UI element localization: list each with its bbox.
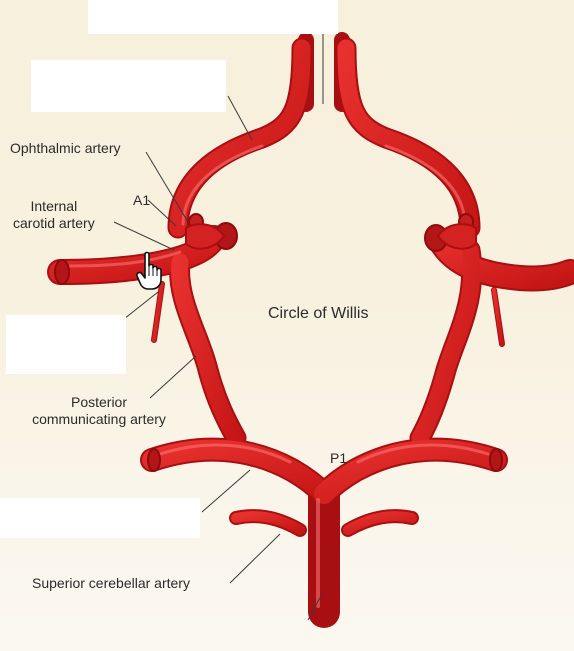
internal-carotid-artery-label: Internal carotid artery xyxy=(13,198,95,231)
a1-segment-label: A1 xyxy=(133,192,151,208)
blank-label-box-middle xyxy=(6,315,126,374)
artery-fill xyxy=(49,34,574,626)
posterior-communicating-artery-label: Posterior communicating artery xyxy=(32,394,166,427)
carotid-bulbs xyxy=(185,223,477,250)
p1-segment-label: P1 xyxy=(330,450,348,466)
superior-cerebellar-artery-label: Superior cerebellar artery xyxy=(32,575,190,591)
ophthalmic-artery-label: Ophthalmic artery xyxy=(10,140,121,156)
circle-of-willis-label: Circle of Willis xyxy=(268,305,369,322)
artery-highlights xyxy=(68,144,490,608)
hand-pointer-icon xyxy=(136,251,162,290)
leader-lines xyxy=(99,0,324,621)
blank-label-box-top xyxy=(88,0,338,34)
blank-label-box-posterior xyxy=(0,498,200,538)
blank-label-box-anterior xyxy=(31,60,226,112)
